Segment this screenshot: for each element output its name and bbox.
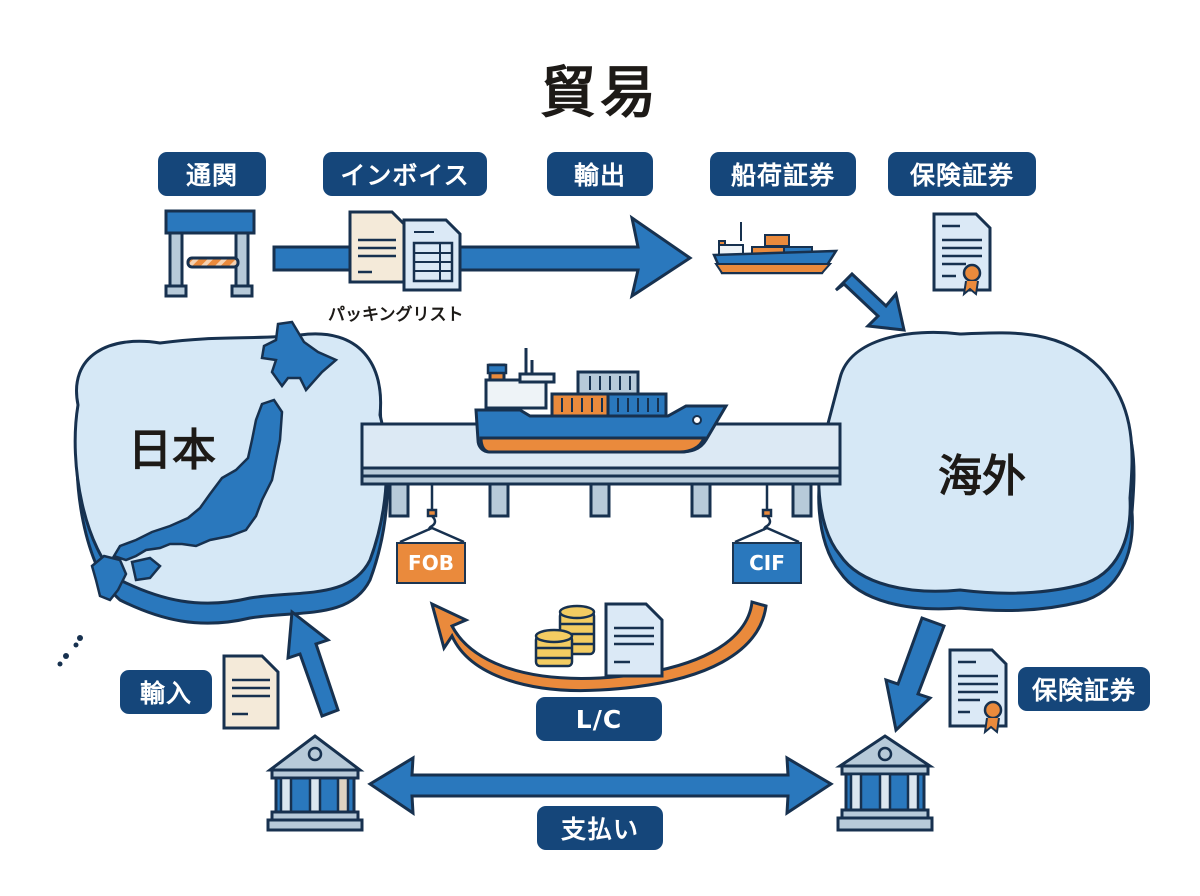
japan-label: 日本 xyxy=(128,425,216,476)
import-label: 輸入 xyxy=(120,670,212,714)
export-arrow xyxy=(272,214,693,300)
overseas-label: 海外 xyxy=(938,451,1026,502)
import-arrow xyxy=(286,609,340,718)
import-document-icon xyxy=(222,654,280,730)
japan-region xyxy=(57,320,389,667)
overseas-to-bank-arrow xyxy=(884,616,946,733)
label-insurance-policy: 保険証券 xyxy=(888,152,1036,196)
lc-flow-arrow xyxy=(429,600,768,693)
cif-tag: CIF xyxy=(732,542,802,584)
certificate-bottom-icon xyxy=(948,648,1008,735)
lc-label: L/C xyxy=(536,697,662,741)
label-bill-of-lading: 船荷証券 xyxy=(710,152,856,196)
payment-label: 支払い xyxy=(537,806,663,850)
large-cargo-ship-icon xyxy=(474,348,729,454)
label-customs: 通関 xyxy=(158,152,266,196)
bank-overseas-icon xyxy=(835,734,935,832)
customs-gate-icon xyxy=(164,209,256,298)
coins-icon xyxy=(534,604,596,668)
label-export: 輸出 xyxy=(547,152,653,196)
insurance-policy-label-bottom: 保険証券 xyxy=(1018,667,1150,711)
payment-arrow xyxy=(367,755,834,816)
shipping-arrow xyxy=(834,271,906,332)
bank-japan-icon xyxy=(265,734,365,832)
japan-map-icon xyxy=(90,320,339,602)
fob-tag: FOB xyxy=(396,542,466,584)
cargo-ship-icon xyxy=(712,222,839,275)
lc-document-icon xyxy=(604,602,664,678)
packing-list-caption: パッキングリスト xyxy=(328,305,464,325)
crane-hooks xyxy=(399,484,800,544)
overseas-region xyxy=(817,330,1136,612)
certificate-icon xyxy=(932,212,992,297)
invoice-documents-icon xyxy=(348,210,462,292)
page-title: 貿易 xyxy=(540,61,660,126)
label-invoice: インボイス xyxy=(323,152,487,196)
